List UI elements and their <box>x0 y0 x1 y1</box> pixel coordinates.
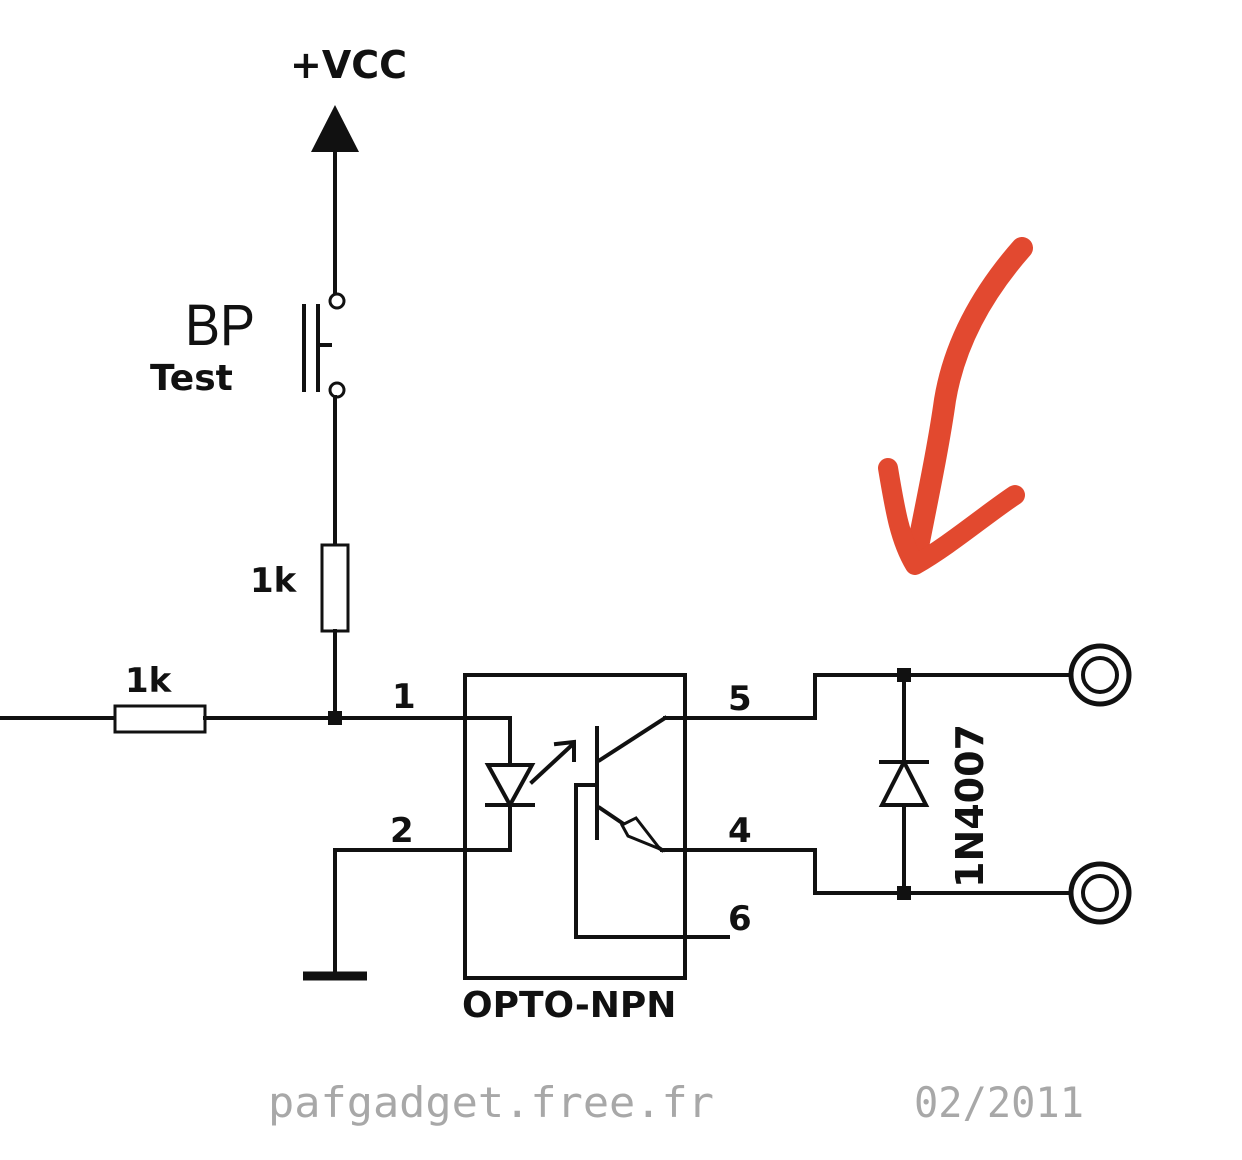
diode-icon <box>878 668 930 900</box>
push-button-switch <box>302 292 346 399</box>
vcc-arrow-icon <box>311 105 359 152</box>
output-terminal-bottom <box>1068 861 1132 925</box>
pin4-label: 4 <box>728 811 752 851</box>
npn-phototransistor-icon <box>574 715 730 939</box>
optocoupler-label: OPTO-NPN <box>462 985 676 1026</box>
switch-name-label: BP <box>185 293 255 358</box>
footer-site: pafgadget.free.fr <box>268 1078 714 1127</box>
switch-sub-label: Test <box>150 358 233 399</box>
pin5-label: 5 <box>728 679 752 719</box>
optocoupler-box <box>463 673 687 980</box>
output-terminal-top <box>1068 643 1132 707</box>
led-icon <box>484 716 576 852</box>
pin2-label: 2 <box>390 811 414 851</box>
pin6-label: 6 <box>728 899 752 939</box>
emitter-wire <box>660 848 1072 895</box>
annotation-arrow-icon <box>878 237 1033 575</box>
pin1-label: 1 <box>392 677 416 717</box>
resistor-horizontal <box>113 704 207 734</box>
resistor-horizontal-label: 1k <box>125 661 173 701</box>
diode-label: 1N4007 <box>948 724 992 888</box>
collector-wire <box>663 673 1072 720</box>
vcc-label: +VCC <box>290 43 407 87</box>
resistor-vertical <box>320 543 350 633</box>
resistor-vertical-label: 1k <box>250 561 298 601</box>
footer-date: 02/2011 <box>914 1078 1084 1127</box>
